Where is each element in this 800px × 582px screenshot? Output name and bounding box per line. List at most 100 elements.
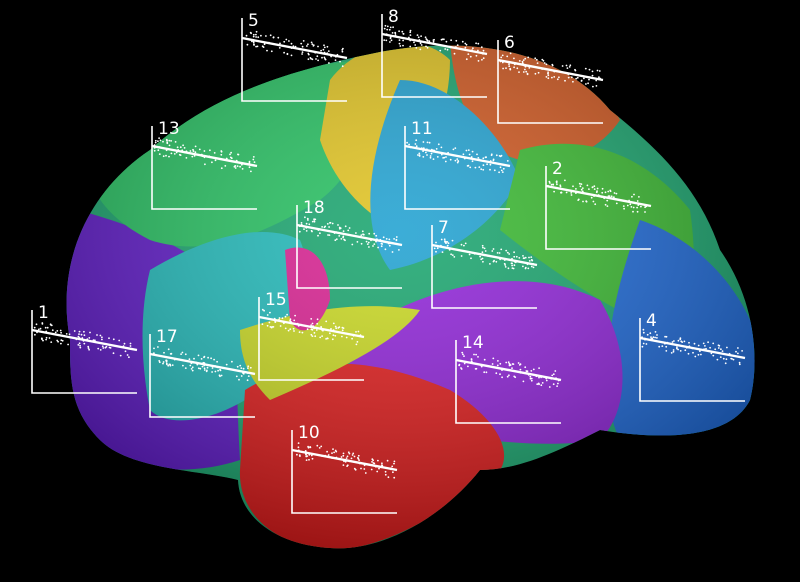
- scatter-point: [168, 144, 171, 147]
- scatter-point: [386, 28, 389, 31]
- scatter-point: [179, 146, 182, 149]
- scatter-point: [557, 382, 559, 385]
- scatter-point: [496, 252, 499, 254]
- scatter-point: [509, 52, 512, 55]
- scatter-point: [220, 374, 223, 377]
- scatter-point: [609, 189, 612, 192]
- scatter-point: [229, 153, 231, 156]
- scatter-point: [157, 346, 159, 348]
- scatter-point: [315, 58, 317, 60]
- scatter-point: [366, 243, 369, 246]
- scatter-point: [108, 337, 110, 340]
- scatter-point: [499, 166, 502, 169]
- plot-label: 11: [411, 119, 433, 139]
- scatter-point: [516, 67, 519, 70]
- scatter-point: [319, 336, 322, 339]
- scatter-point: [395, 236, 398, 238]
- scatter-point: [51, 329, 54, 332]
- scatter-point: [234, 165, 236, 168]
- scatter-point: [87, 347, 90, 349]
- plot-label: 17: [156, 327, 178, 347]
- scatter-point: [326, 450, 328, 453]
- scatter-point: [199, 367, 202, 370]
- scatter-inset-13: 13: [151, 119, 258, 210]
- scatter-point: [649, 332, 652, 335]
- scatter-point: [719, 356, 722, 358]
- regression-line: [241, 36, 348, 60]
- scatter-point: [541, 382, 544, 384]
- scatter-point: [307, 58, 310, 61]
- scatter-point: [162, 140, 164, 143]
- scatter-point: [522, 255, 524, 257]
- scatter-point: [183, 147, 186, 149]
- scatter-point: [395, 239, 398, 242]
- scatter-point: [508, 63, 510, 65]
- scatter-point: [322, 48, 325, 51]
- scatter-point: [415, 139, 418, 142]
- scatter-point: [278, 317, 281, 319]
- scatter-point: [284, 327, 287, 330]
- scatter-point: [417, 36, 420, 39]
- scatter-point: [482, 157, 485, 160]
- scatter-point: [737, 347, 739, 349]
- scatter-point: [489, 168, 491, 171]
- scatter-point: [460, 243, 463, 246]
- scatter-point: [522, 71, 525, 73]
- scatter-point: [371, 458, 374, 461]
- scatter-point: [676, 347, 678, 350]
- scatter-point: [41, 323, 44, 325]
- scatter-point: [509, 68, 512, 71]
- scatter-point: [298, 230, 301, 233]
- scatter-point: [387, 476, 390, 479]
- scatter-point: [551, 374, 554, 377]
- scatter-point: [159, 139, 162, 142]
- scatter-point: [323, 46, 326, 49]
- scatter-point: [112, 338, 115, 341]
- scatter-point: [553, 190, 555, 193]
- scatter-point: [550, 183, 553, 186]
- scatter-point: [418, 155, 421, 157]
- scatter-point: [320, 326, 322, 328]
- scatter-point: [197, 354, 200, 357]
- scatter-point: [112, 352, 115, 355]
- scatter-point: [45, 338, 47, 341]
- scatter-point: [632, 210, 634, 213]
- scatter-point: [555, 180, 558, 183]
- scatter-point: [718, 344, 721, 347]
- scatter-point: [317, 45, 319, 48]
- scatter-point: [558, 76, 560, 79]
- scatter-point: [519, 368, 522, 371]
- scatter-point: [505, 67, 507, 69]
- scatter-point: [522, 265, 524, 268]
- scatter-point: [360, 234, 363, 237]
- scatter-point: [77, 335, 80, 338]
- scatter-point: [269, 34, 272, 37]
- scatter-point: [409, 34, 412, 36]
- scatter-point: [406, 141, 408, 144]
- scatter-point: [676, 346, 678, 349]
- scatter-point: [598, 76, 600, 79]
- scatter-point: [241, 168, 244, 170]
- scatter-point: [575, 188, 577, 190]
- scatter-point: [513, 66, 515, 69]
- plot-axes: [258, 297, 364, 381]
- scatter-inset-15: 15: [258, 290, 365, 381]
- scatter-point: [118, 339, 121, 342]
- scatter-point: [665, 345, 668, 348]
- scatter-point: [184, 367, 187, 369]
- scatter-point: [536, 62, 539, 64]
- scatter-point: [517, 362, 520, 364]
- scatter-point: [541, 58, 544, 61]
- scatter-point: [48, 337, 51, 339]
- scatter-point: [565, 191, 568, 194]
- scatter-point: [478, 166, 481, 169]
- scatter-point: [451, 254, 454, 256]
- scatter-point: [385, 39, 388, 42]
- scatter-point: [564, 179, 566, 182]
- scatter-point: [250, 170, 252, 173]
- plot-axes: [455, 340, 561, 424]
- scatter-point: [463, 362, 466, 365]
- scatter-point: [598, 70, 601, 72]
- plot-axes: [381, 14, 487, 98]
- scatter-point: [483, 371, 486, 374]
